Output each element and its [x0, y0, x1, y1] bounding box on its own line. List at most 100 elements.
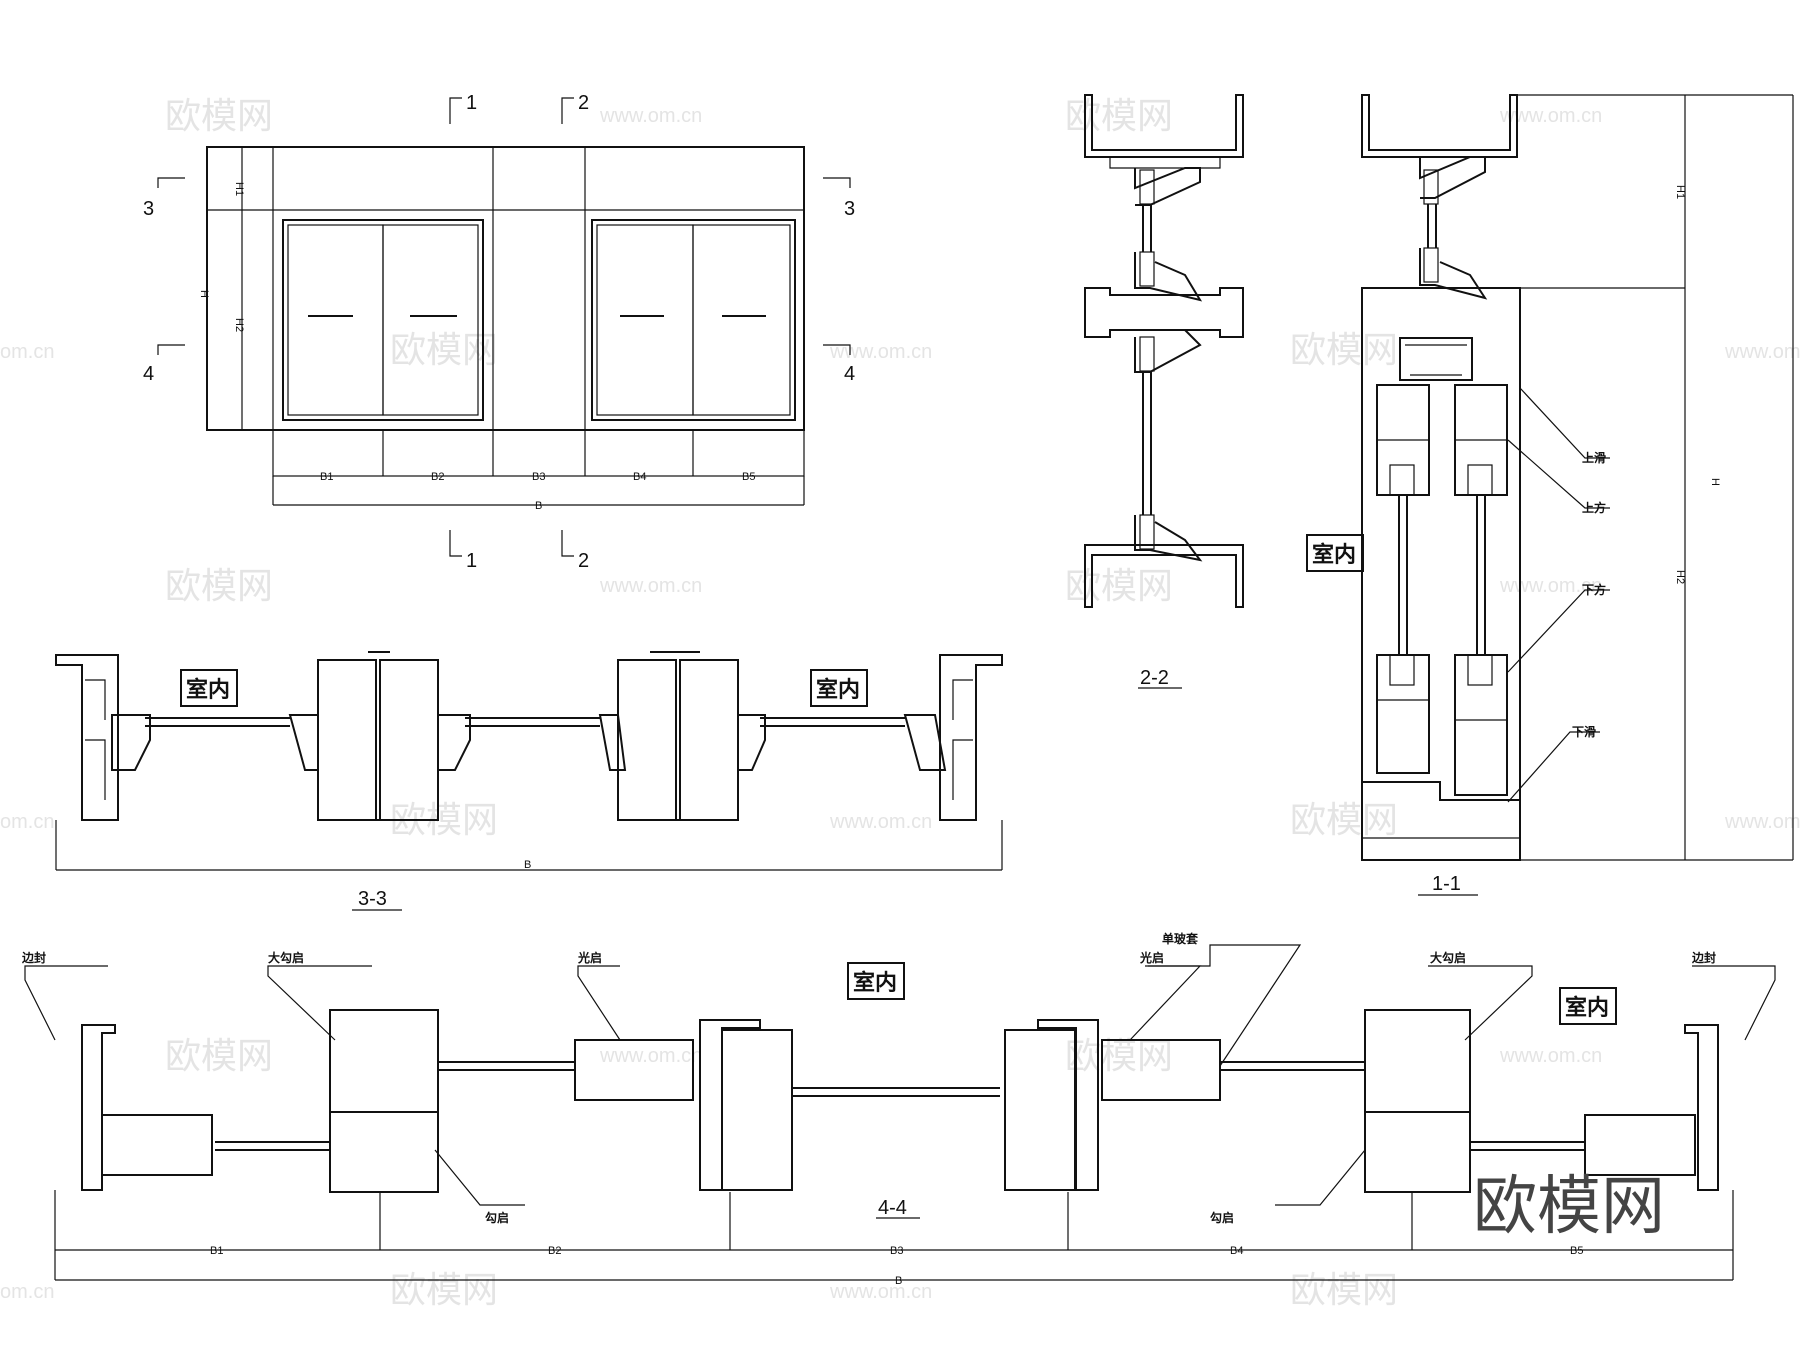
center-fixed-frame-left	[699, 1019, 761, 1191]
section-3-3-title: 3-3	[358, 888, 387, 910]
label-edge-seal-right: 边封	[1691, 950, 1716, 965]
dim-b3: B3	[532, 471, 545, 483]
watermark-brand: 欧模网	[165, 1035, 273, 1076]
transom-profile	[1084, 287, 1244, 338]
watermark-brand: 欧模网	[165, 95, 273, 136]
frame-head-profile	[1084, 94, 1244, 158]
right-edge-seal-profile	[1684, 1024, 1719, 1191]
room-indoor-label: 室内	[1312, 542, 1356, 568]
corner-brand-logo: 欧模网	[1473, 1170, 1665, 1244]
dim-b5: B5	[1570, 1245, 1583, 1257]
label-top-slide: 上滑	[1582, 450, 1606, 465]
left-sash-box	[101, 1114, 213, 1176]
frame-sill-profile	[1084, 544, 1244, 608]
watermark-brand: 欧模网	[1065, 95, 1173, 136]
label-hook-stile-right: 勾启	[1210, 1210, 1234, 1225]
watermark-url: www.om.cn	[1724, 811, 1800, 833]
watermark-url: www.om.cn	[599, 1045, 702, 1067]
section-2-2: 2-2	[1084, 94, 1244, 689]
watermark-url: om.cn	[0, 811, 54, 833]
watermark-brand: 欧模网	[1290, 329, 1398, 370]
dim-h1: H1	[1674, 185, 1686, 199]
dim-b4: B4	[1230, 1245, 1243, 1257]
left-edge-seal-profile	[81, 1024, 116, 1191]
watermark-brand: 欧模网	[1065, 1035, 1173, 1076]
watermark-url: www.om.cn	[829, 1281, 932, 1303]
room-indoor-tag	[180, 669, 238, 707]
dim-b: B	[524, 859, 531, 871]
section-mark-3-right: 3	[844, 198, 855, 220]
right-sash-pair	[591, 219, 796, 421]
left-jamb-profile	[55, 654, 119, 821]
watermark-brand: 欧模网	[1290, 1269, 1398, 1310]
dim-b2: B2	[431, 471, 444, 483]
watermark-brand: 欧模网	[1290, 799, 1398, 840]
section-mark-4-right: 4	[844, 363, 855, 385]
right-sash-box	[1584, 1114, 1696, 1176]
section-mark-1-bottom: 1	[466, 550, 477, 572]
section-mark-4-left: 4	[143, 363, 154, 385]
dim-h2: H2	[1674, 570, 1686, 584]
dim-b: B	[895, 1275, 902, 1287]
label-smooth-stile-left: 光启	[577, 950, 602, 965]
watermark-url: www.om.cn	[599, 105, 702, 127]
watermark-layer: 欧模网 www.om.cn 欧模网 www.om.cn om.cn 欧模网 ww…	[0, 95, 1800, 1310]
meeting-stile-right	[379, 659, 439, 821]
dim-h: H	[1709, 478, 1721, 486]
watermark-url: www.om.cn	[1499, 1045, 1602, 1067]
room-indoor-label-right: 室内	[1565, 995, 1609, 1021]
window-elevation: B1 B2 B3 B4 B5 B H1 H2 H 1 2 1 2 3 3 4 4	[143, 92, 855, 572]
section-mark-2-bottom: 2	[578, 550, 589, 572]
section-1-1: H1 H2 H 上滑 上方 下方 下滑 室内 1-1	[1306, 94, 1794, 896]
left-sash-pair	[282, 219, 484, 421]
elevation-outer-frame	[206, 146, 805, 431]
room-indoor-tag	[1559, 987, 1617, 1025]
label-smooth-stile-right: 光启	[1139, 950, 1164, 965]
big-hook-stile-right	[1364, 1009, 1471, 1113]
watermark-url: www.om.cn	[1499, 105, 1602, 127]
label-bottom-rail: 下方	[1582, 582, 1606, 597]
section-4-4-title: 4-4	[878, 1197, 907, 1219]
section-mark-3-left: 3	[143, 198, 154, 220]
watermark-url: om.cn	[0, 1281, 54, 1303]
label-edge-seal-left: 边封	[21, 950, 46, 965]
hook-stile-right	[1364, 1111, 1471, 1193]
watermark-url: www.om.cn	[829, 341, 932, 363]
room-indoor-tag	[847, 962, 905, 1000]
section-mark-1-top: 1	[466, 92, 477, 114]
watermark-url: om.cn	[0, 341, 54, 363]
watermark-brand: 欧模网	[390, 1269, 498, 1310]
watermark-brand: 欧模网	[390, 329, 498, 370]
section-1-1-title: 1-1	[1432, 873, 1461, 895]
watermark-url: www.om.cn	[1724, 341, 1800, 363]
room-indoor-label-center: 室内	[853, 970, 897, 996]
section-mark-2-top: 2	[578, 92, 589, 114]
dim-h2: H2	[233, 318, 245, 332]
bottom-slide-profile	[1362, 781, 1521, 860]
right-jamb-profile	[939, 654, 1003, 821]
label-bottom-slide: 下滑	[1572, 724, 1596, 739]
dim-b3: B3	[890, 1245, 903, 1257]
smooth-stile-left	[574, 1039, 694, 1101]
outer-sash-bottom-rail	[1454, 654, 1508, 796]
dim-b1: B1	[320, 471, 333, 483]
dim-h1: H1	[233, 182, 245, 196]
big-hook-stile-left	[329, 1009, 439, 1113]
watermark-brand: 欧模网	[165, 565, 273, 606]
inner-sash-bottom-rail	[1376, 654, 1430, 774]
dim-b2: B2	[548, 1245, 561, 1257]
sliding-frame-outline	[1361, 287, 1521, 861]
label-hook-stile-left: 勾启	[485, 1210, 509, 1225]
label-single-glass-seal: 单玻套	[1162, 931, 1199, 946]
meeting-stile-right	[679, 659, 739, 821]
meeting-stile-left	[317, 659, 377, 821]
room-indoor-tag	[810, 669, 868, 707]
section-3-3: B 室内 室内 3-3	[55, 651, 1003, 911]
dim-b5: B5	[742, 471, 755, 483]
room-indoor-label-left: 室内	[186, 677, 230, 703]
label-big-hook-left: 大勾启	[268, 950, 304, 965]
label-big-hook-right: 大勾启	[1430, 950, 1466, 965]
watermark-url: www.om.cn	[829, 811, 932, 833]
width-dim-row	[272, 429, 805, 477]
